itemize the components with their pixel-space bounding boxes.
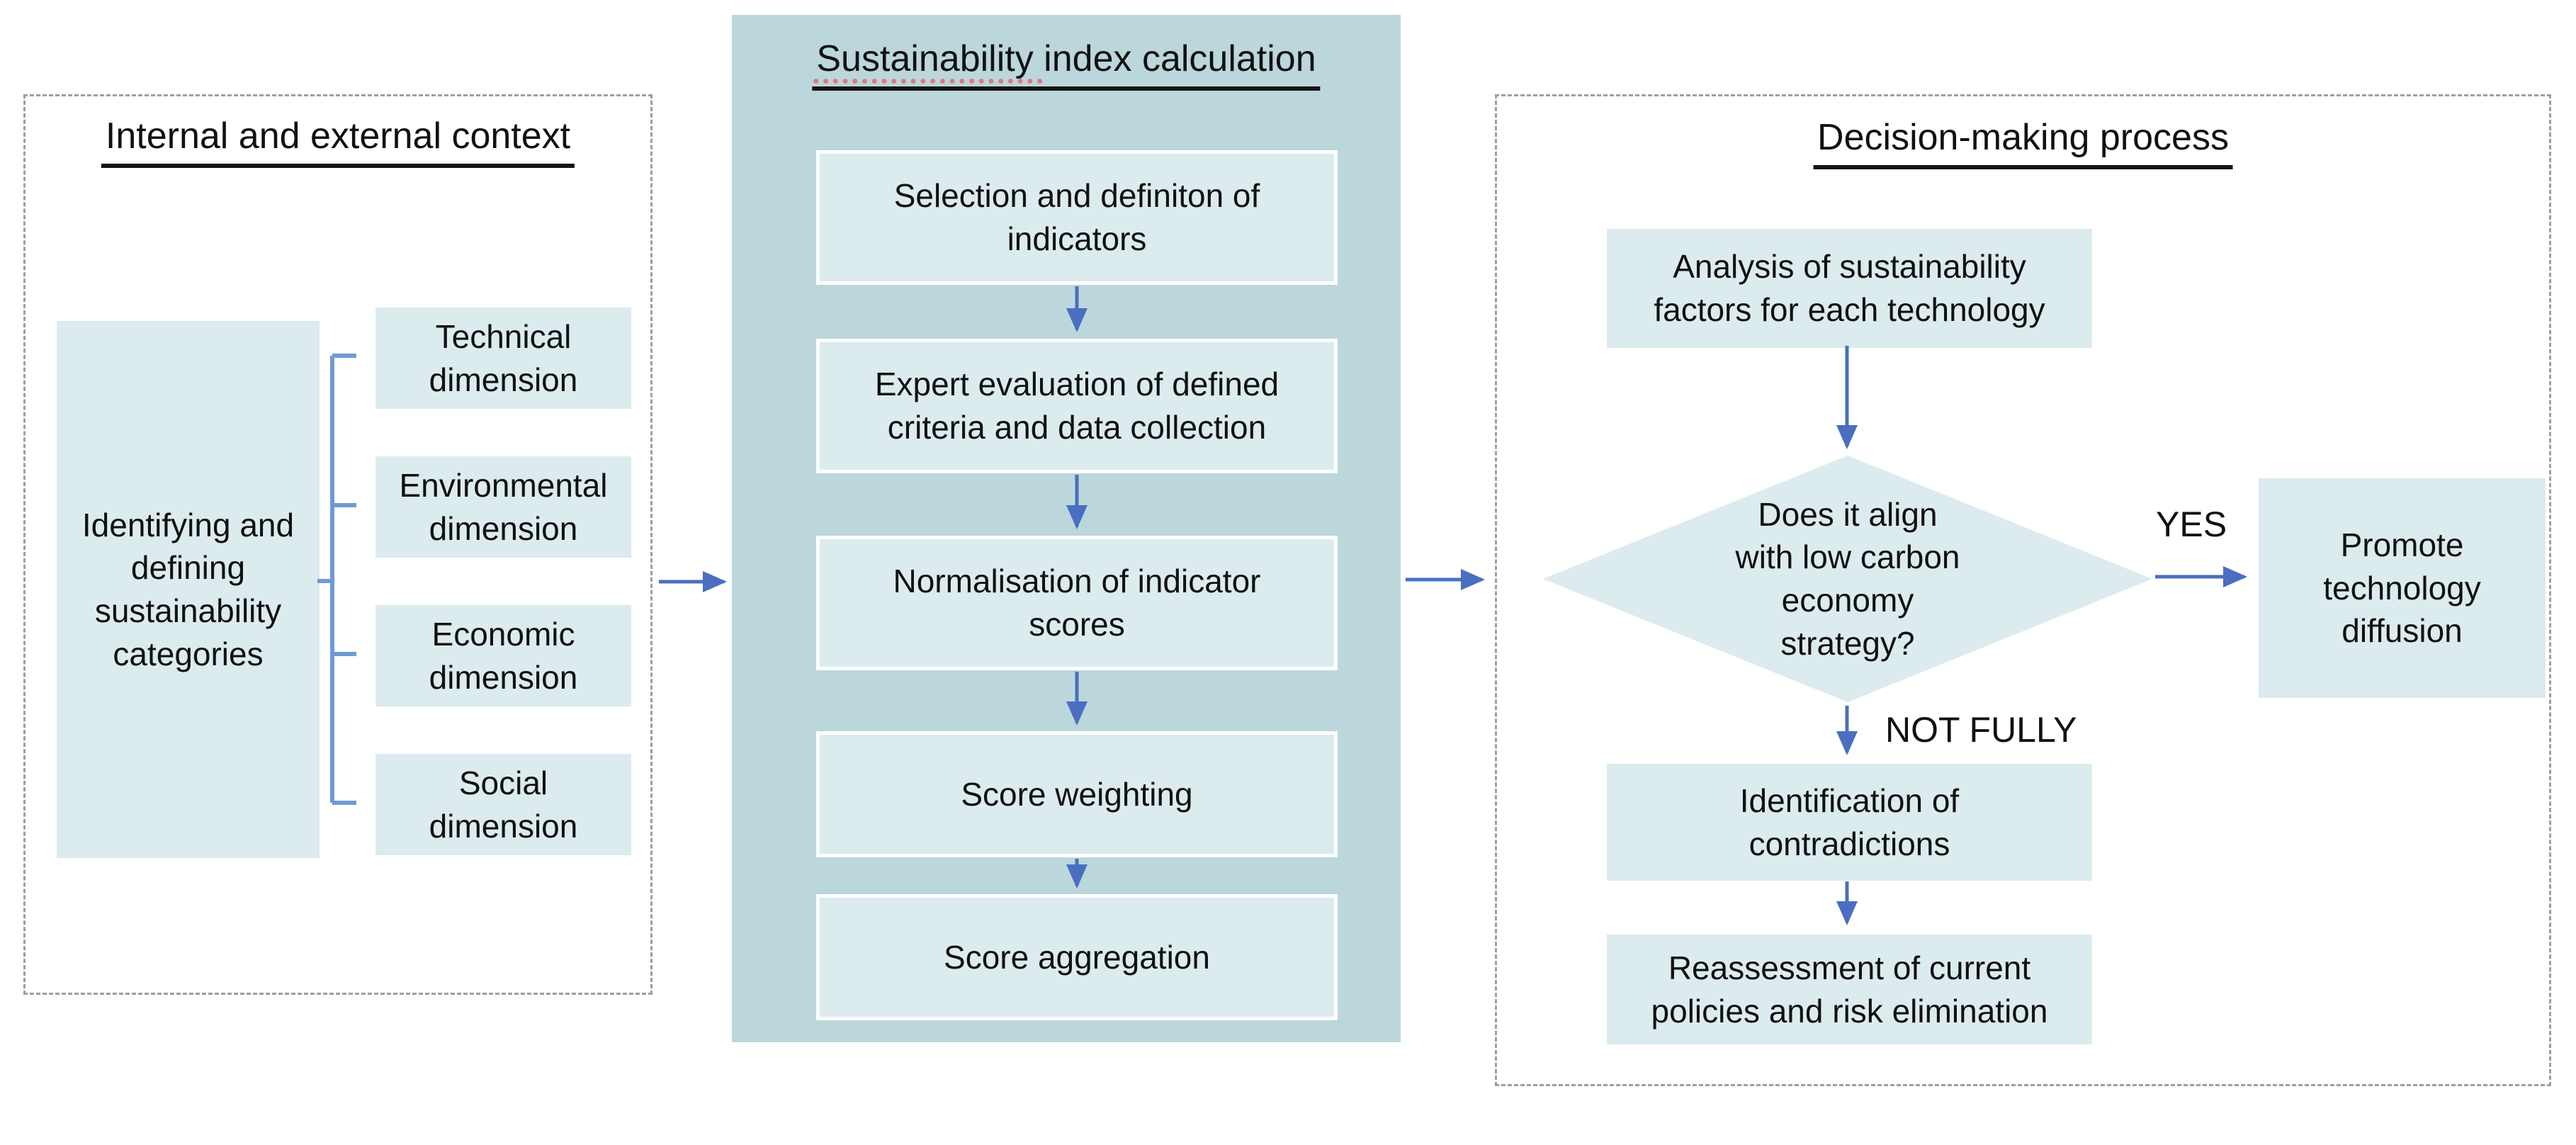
technical-dimension-box: Technical dimension [375,308,631,409]
context-panel: Internal and external context Identifyin… [23,94,653,995]
economic-dimension-box: Economic dimension [375,605,631,706]
decision-panel-title: Decision-making process [1813,117,2233,170]
step-normalisation-box: Normalisation of indicator scores [816,536,1338,670]
step-expert-evaluation-box: Expert evaluation of defined criteria an… [816,339,1338,473]
yes-branch-label: YES [2156,504,2227,544]
calculation-panel-title: Sustainability index calculation [812,38,1321,91]
spellcheck-underline [813,79,1043,84]
not-fully-branch-label: NOT FULLY [1885,710,2077,750]
context-panel-title: Internal and external context [101,115,575,169]
calculation-panel: Sustainability index calculation Selecti… [732,15,1401,1042]
step-score-weighting-box: Score weighting [816,731,1338,857]
step-score-aggregation-box: Score aggregation [816,894,1338,1020]
calculation-panel-title-text: Sustainability index calculation [816,38,1316,79]
environmental-dimension-box: Environmental dimension [375,456,631,558]
step-selection-indicators-box: Selection and definiton of indicators [816,150,1338,285]
reassessment-policies-box: Reassessment of current policies and ris… [1607,935,2092,1044]
promote-diffusion-box: Promote technology diffusion [2259,478,2546,698]
identification-contradictions-box: Identification of contradictions [1607,764,2092,881]
social-dimension-box: Social dimension [375,754,631,855]
identifying-categories-box: Identifying and defining sustainability … [57,321,320,858]
analysis-factors-box: Analysis of sustainability factors for e… [1607,229,2092,348]
align-strategy-diamond: Does it align with low carbon economy st… [1543,456,2152,702]
decision-panel: Decision-making process Analysis of sust… [1495,94,2551,1086]
